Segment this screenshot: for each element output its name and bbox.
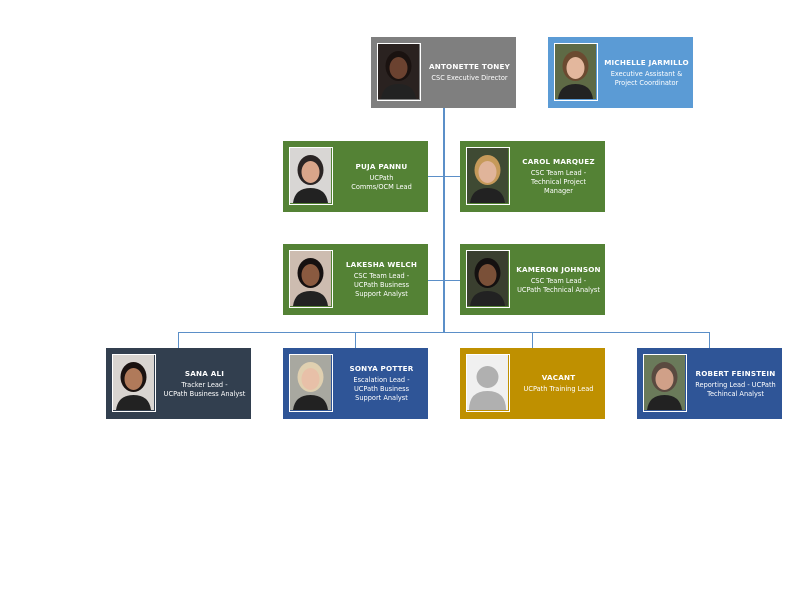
avatar [377, 43, 421, 101]
person-title: Escalation Lead - [353, 376, 410, 384]
person-card[interactable]: VACANT UCPath Training Lead [460, 348, 605, 419]
card-text: KAMERON JOHNSON CSC Team Lead -UCPath Te… [514, 244, 603, 315]
card-text: CAROL MARQUEZ CSC Team Lead -Technical P… [514, 141, 603, 212]
person-title: CSC Executive Director [431, 74, 508, 82]
person-title: CSC Team Lead - [530, 169, 587, 177]
avatar [289, 147, 333, 205]
connector-line [178, 332, 180, 348]
person-card[interactable]: LAKESHA WELCH CSC Team Lead -UCPath Busi… [283, 244, 428, 315]
person-title: UCPath Technical Analyst [517, 285, 600, 294]
card-text: ANTONETTE TONEY CSC Executive Director [425, 37, 514, 108]
person-title: Techincal Analyst [707, 389, 764, 398]
person-title: Reporting Lead - UCPath [695, 380, 776, 389]
person-name: KAMERON JOHNSON [516, 264, 601, 274]
connector-line [355, 332, 357, 348]
person-title: UCPath Business [353, 281, 410, 289]
person-title: UCPath Business Analyst [163, 389, 246, 398]
person-title: Support Analyst [355, 394, 408, 402]
person-title: Technical Project [531, 178, 586, 186]
connector-line [709, 332, 711, 348]
person-name: ANTONETTE TONEY [428, 62, 511, 71]
avatar [466, 250, 510, 308]
person-title: Manager [544, 187, 573, 195]
person-title: Tracker Lead - [181, 380, 228, 389]
card-text: VACANT UCPath Training Lead [514, 348, 603, 419]
avatar [466, 147, 510, 205]
avatar [643, 354, 687, 412]
person-card[interactable]: ROBERT FEINSTEIN Reporting Lead - UCPath… [637, 348, 782, 419]
connector-line [532, 332, 534, 348]
person-name: SONYA POTTER [349, 364, 414, 373]
connector-line [428, 176, 460, 178]
person-card[interactable]: CAROL MARQUEZ CSC Team Lead -Technical P… [460, 141, 605, 212]
person-name: MICHELLE JARMILLO [604, 57, 689, 67]
avatar [289, 354, 333, 412]
avatar [289, 250, 333, 308]
person-card[interactable]: MICHELLE JARMILLO Executive Assistant &P… [548, 37, 693, 108]
person-name: LAKESHA WELCH [345, 260, 418, 269]
person-card[interactable]: ANTONETTE TONEY CSC Executive Director [371, 37, 516, 108]
card-text: SONYA POTTER Escalation Lead -UCPath Bus… [337, 348, 426, 419]
person-name: VACANT [541, 373, 576, 382]
person-title: Project Coordinator [614, 78, 679, 87]
person-name: SANA ALI [184, 368, 225, 378]
person-title: Executive Assistant & [610, 69, 683, 78]
connector-line [443, 107, 445, 332]
connector-line [428, 280, 460, 282]
person-title: Comms/OCM Lead [351, 182, 412, 191]
avatar [112, 354, 156, 412]
person-card[interactable]: SANA ALI Tracker Lead -UCPath Business A… [106, 348, 251, 419]
person-card[interactable]: SONYA POTTER Escalation Lead -UCPath Bus… [283, 348, 428, 419]
person-title: Support Analyst [355, 290, 408, 298]
person-name: PUJA PANNU [355, 161, 408, 171]
avatar [554, 43, 598, 101]
person-name: CAROL MARQUEZ [522, 157, 595, 166]
placeholder-avatar-icon [466, 354, 510, 412]
person-card[interactable]: KAMERON JOHNSON CSC Team Lead -UCPath Te… [460, 244, 605, 315]
card-text: SANA ALI Tracker Lead -UCPath Business A… [160, 348, 249, 419]
card-text: MICHELLE JARMILLO Executive Assistant &P… [602, 37, 691, 108]
person-title: UCPath Training Lead [523, 385, 594, 393]
card-text: ROBERT FEINSTEIN Reporting Lead - UCPath… [691, 348, 780, 419]
card-text: LAKESHA WELCH CSC Team Lead -UCPath Busi… [337, 244, 426, 315]
person-title: CSC Team Lead - [353, 272, 410, 280]
person-title: UCPath Business [353, 385, 410, 393]
person-title: UCPath [369, 173, 394, 182]
connector-line [178, 332, 710, 334]
person-name: ROBERT FEINSTEIN [695, 368, 776, 378]
person-title: CSC Team Lead - [530, 276, 587, 285]
